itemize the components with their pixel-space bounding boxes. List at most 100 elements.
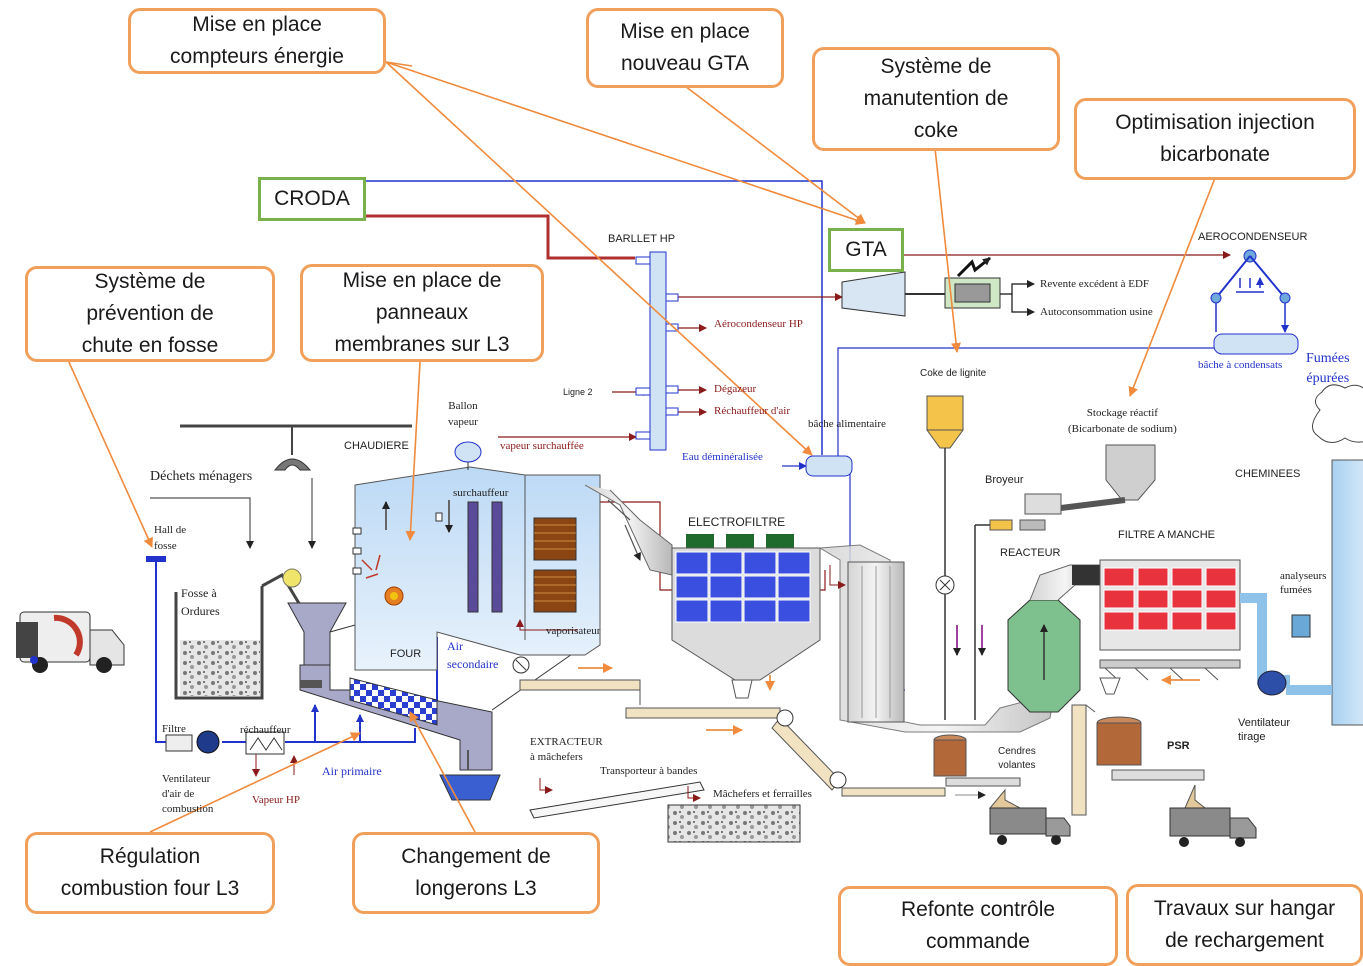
coke-hopper [926, 395, 986, 720]
barllet-hp-collector [635, 251, 679, 451]
gta-box: GTA [828, 228, 904, 272]
trémie [287, 602, 347, 666]
condensate-return [837, 347, 1225, 458]
label-psr: PSR [1167, 740, 1190, 752]
callout-changement-longerons: Changement de longerons L3 [352, 832, 600, 914]
label-barllet-hp: BARLLET HP [608, 233, 676, 245]
waste-bag [282, 568, 302, 588]
ventilateur-tirage [1257, 670, 1287, 696]
label-ligne2: Ligne 2 [563, 387, 593, 397]
electrofiltre-cells [675, 551, 811, 623]
label-analyseurs-fumees: analyseurs fumées [1280, 570, 1327, 596]
label-bache-condensats: bâche à condensats [1198, 359, 1283, 371]
label-bache-alimentaire: bâche alimentaire [808, 418, 886, 430]
label-fosse-ordures: Fosse à Ordures [181, 586, 220, 618]
callout-compteurs-energie: Mise en place compteurs énergie [128, 8, 386, 74]
callout-manutention-coke: Système de manutention de coke [812, 47, 1060, 151]
economiser-1 [533, 517, 577, 561]
conveyors [439, 663, 946, 843]
label-fumees-epurees: Fumées épurées [1306, 351, 1350, 386]
label-eau-demineralisee: Eau déminéralisée [682, 451, 763, 463]
callout-nouveau-gta: Mise en place nouveau GTA [586, 8, 784, 88]
reacteur [1007, 564, 1101, 713]
label-electrofiltre: ELECTROFILTRE [688, 515, 786, 529]
label-reacteur: REACTEUR [1000, 547, 1061, 559]
label-four: FOUR [390, 648, 422, 660]
label-surchauffeur: surchauffeur [453, 487, 509, 499]
label-cheminees: CHEMINEES [1235, 468, 1301, 480]
economiser-2 [533, 569, 577, 613]
ballon-vapeur [454, 441, 482, 463]
air-system [165, 730, 298, 777]
label-hall-fosse: Hall de fosse [154, 524, 187, 552]
machefers-bin [667, 804, 801, 843]
croda-red-line [366, 214, 635, 260]
label-filtre-manche: FILTRE A MANCHE [1118, 529, 1215, 541]
air-heater [245, 731, 285, 755]
callout-arrows [67, 61, 1216, 833]
fumees-cloud [1312, 384, 1363, 443]
label-degazeur: Dégazeur [714, 383, 757, 395]
truck-center [989, 807, 1071, 845]
label-air-secondaire: Air secondaire [447, 639, 499, 671]
label-coke-lignite: Coke de lignite [920, 368, 987, 379]
label-rechauffeur-air: Réchauffeur d'air [714, 405, 790, 417]
croda-box: CRODA [258, 177, 366, 221]
callout-regulation-combustion: Régulation combustion four L3 [25, 832, 275, 914]
chaudiere [352, 441, 601, 674]
callout-prevention-chute: Système de prévention de chute en fosse [25, 266, 275, 362]
superheater-tube-1 [467, 501, 479, 613]
air-primaire-line [155, 560, 168, 743]
waste-reception [146, 424, 412, 700]
fan-combustion [196, 730, 220, 754]
cheminee [1331, 459, 1363, 726]
bache-alimentaire [805, 455, 853, 477]
label-air-primaire: Air primaire [322, 764, 382, 778]
air-to-grate [285, 728, 416, 743]
label-vapeur-surchauffee: vapeur surchauffée [500, 440, 584, 452]
croda-blue-line [366, 180, 823, 455]
label-transporteur: Transporteur à bandes [600, 765, 698, 777]
callout-travaux-hangar: Travaux sur hangar de rechargement [1126, 884, 1363, 966]
label-ballon-vapeur: Ballon vapeur [448, 400, 478, 428]
hall-fosse-indicator [146, 556, 166, 562]
bache-condensats [1213, 333, 1299, 355]
label-machefers: Mâchefers et ferrailles [713, 788, 812, 800]
electrofiltre [671, 534, 821, 699]
broyeur-group [974, 444, 1156, 720]
label-aerocondenseur: AEROCONDENSEUR [1198, 231, 1308, 243]
label-extracteur: EXTRACTEUR à mâchefers [530, 736, 603, 763]
callout-injection-bicarbonate: Optimisation injection bicarbonate [1074, 98, 1356, 180]
cendres-group [933, 734, 1071, 845]
label-dechets-menagers: Déchets ménagers [150, 469, 253, 484]
filter-bags [1103, 567, 1237, 631]
truck-right [1169, 807, 1257, 847]
label-ventilateur-tirage: Ventilateur tirage [1238, 717, 1290, 743]
label-chaudiere: CHAUDIERE [344, 440, 409, 452]
garbage-truck [16, 611, 125, 673]
label-vaporisateur: vaporisateur [546, 625, 601, 637]
label-autoconso: Autoconsommation usine [1040, 306, 1153, 318]
callout-panneaux-membranes: Mise en place de panneaux membranes sur … [300, 264, 544, 362]
label-rechauffeur: réchauffeur [240, 724, 291, 736]
label-stockage-reactif: Stockage réactif (Bicarbonate de sodium) [1068, 407, 1177, 435]
turbine-group [841, 256, 1035, 317]
superheater-loop [555, 501, 826, 591]
label-ventilateur-combustion: Ventilateur d'air de combustion [162, 773, 214, 815]
psr-group [1071, 704, 1257, 847]
superheater-tube-2 [491, 501, 503, 613]
turbine-body [841, 271, 906, 317]
label-filtre: Filtre [162, 723, 186, 735]
label-broyeur: Broyeur [985, 474, 1024, 486]
flue-duct-2 [818, 544, 1059, 733]
label-cendres-volantes: Cendres volantes [998, 746, 1036, 771]
label-revente: Revente excédent à EDF [1040, 278, 1150, 290]
aerocondenseur [1210, 249, 1299, 355]
extracteur-tank [439, 774, 501, 801]
callout-refonte-controle: Refonte contrôle commande [838, 886, 1118, 966]
label-aerocond-hp: Aérocondenseur HP [714, 318, 803, 330]
filtre-a-manche [1099, 384, 1363, 726]
label-vapeur-hp: Vapeur HP [252, 794, 300, 806]
fosse-ordures [180, 640, 260, 696]
